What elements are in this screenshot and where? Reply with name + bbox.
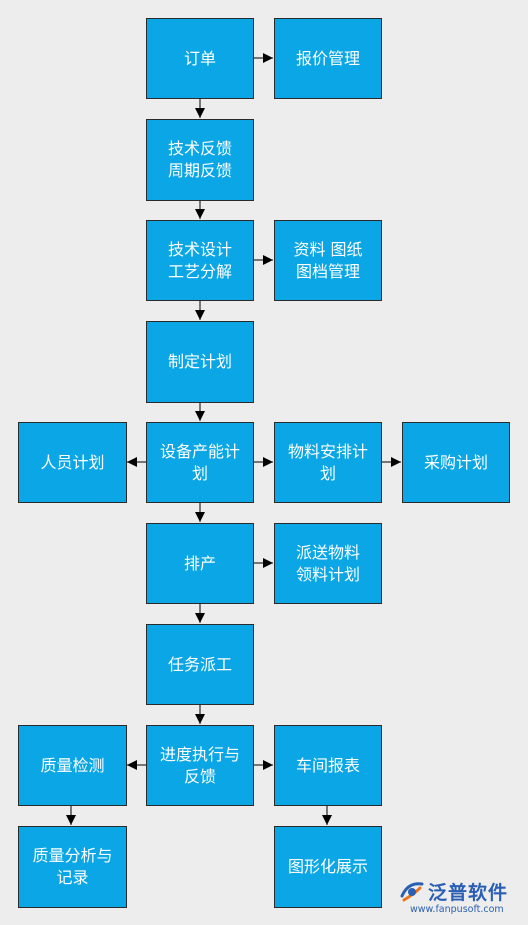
node-tech-design: 技术设计 工艺分解 xyxy=(146,220,254,301)
node-material-plan: 物料安排计 划 xyxy=(274,422,382,503)
node-workshop-report: 车间报表 xyxy=(274,725,382,806)
fanpu-logo: 泛普软件 www.fanpusoft.com xyxy=(398,878,524,918)
node-quote-management: 报价管理 xyxy=(274,18,382,99)
node-task-dispatch: 任务派工 xyxy=(146,624,254,705)
node-capacity-plan: 设备产能计 划 xyxy=(146,422,254,503)
node-order: 订单 xyxy=(146,18,254,99)
node-scheduling: 排产 xyxy=(146,523,254,604)
fanpu-logo-icon xyxy=(400,882,424,902)
node-delivery-plan: 派送物料 领料计划 xyxy=(274,523,382,604)
node-quality-check: 质量检测 xyxy=(18,725,127,806)
node-progress-feedback: 进度执行与 反馈 xyxy=(146,725,254,806)
node-quality-analysis: 质量分析与 记录 xyxy=(18,826,127,908)
node-make-plan: 制定计划 xyxy=(146,321,254,403)
logo-brand-text: 泛普软件 xyxy=(428,882,509,904)
node-staff-plan: 人员计划 xyxy=(18,422,127,503)
logo-url-text: www.fanpusoft.com xyxy=(410,904,504,915)
node-graph-display: 图形化展示 xyxy=(274,826,382,908)
node-docs-management: 资料 图纸 图档管理 xyxy=(274,220,382,301)
node-tech-feedback: 技术反馈 周期反馈 xyxy=(146,119,254,201)
node-purchase-plan: 采购计划 xyxy=(402,422,510,503)
